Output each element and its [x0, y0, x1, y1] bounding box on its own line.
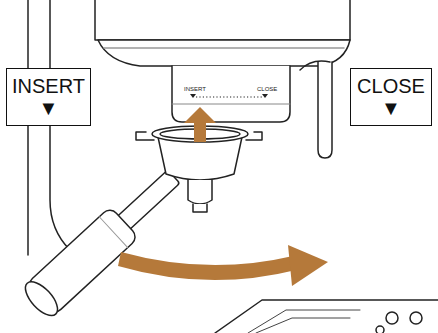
callout-text: ▼ [7, 97, 90, 119]
callout-text: ▼ [351, 97, 431, 119]
callout-text: INSERT [7, 75, 90, 97]
callout-text: CLOSE [351, 75, 431, 97]
callout-box: CLOSE▼ [350, 68, 432, 126]
callout-box: INSERT▼ [6, 68, 91, 126]
dial-label: CLOSE [256, 86, 278, 93]
dial-label: INSERT [183, 86, 207, 93]
